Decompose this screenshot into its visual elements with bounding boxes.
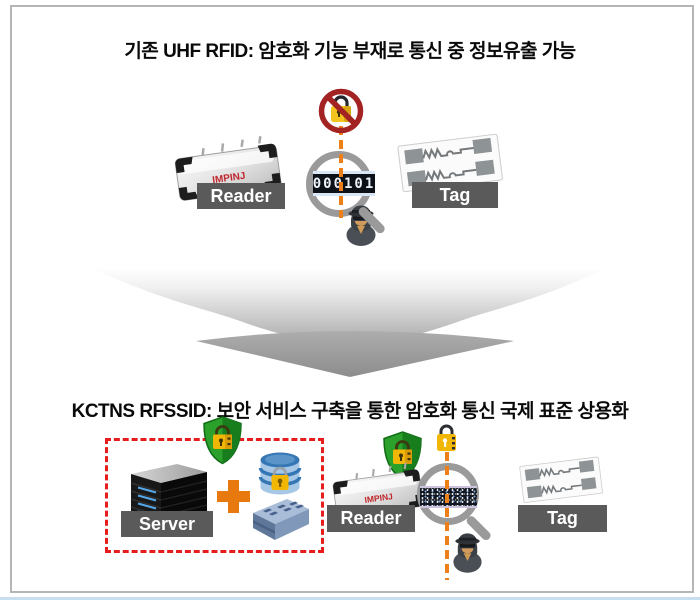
eavesdrop-dashed-line	[339, 126, 343, 218]
reader-brand-text: IMPINJ	[364, 491, 394, 505]
spy-icon	[453, 533, 482, 573]
server-label: Server	[121, 511, 213, 537]
encryption-lock-icon	[437, 424, 456, 451]
hsm-module-icon	[253, 499, 309, 540]
top-title: 기존 UHF RFID: 암호화 기능 부재로 통신 중 정보유출 가능	[124, 41, 576, 62]
plain-data-strip: 000101	[313, 171, 375, 196]
outer-frame	[10, 5, 694, 593]
bottom-title: KCTNS RFSSID: 보안 서비스 구축을 통한 암호화 통신 국제 표준…	[71, 401, 629, 422]
tag-label: Tag	[518, 505, 607, 532]
no-encryption-icon	[318, 88, 364, 134]
reader-brand-text: IMPINJ	[212, 171, 247, 187]
plain-data-text: 000101	[312, 175, 376, 192]
reader-label: Reader	[327, 505, 415, 532]
eavesdrop-dashed-line	[445, 452, 449, 580]
tag-label: Tag	[412, 182, 498, 208]
shield-lock-icon	[203, 416, 242, 465]
plus-icon	[217, 480, 250, 513]
rfid-tag-icon	[397, 133, 503, 193]
rfid-tag-icon	[519, 456, 603, 503]
footer-divider-line	[0, 597, 700, 600]
down-arrow-icon	[92, 268, 606, 377]
database-lock-icon	[258, 452, 302, 495]
reader-label: Reader	[197, 183, 285, 209]
